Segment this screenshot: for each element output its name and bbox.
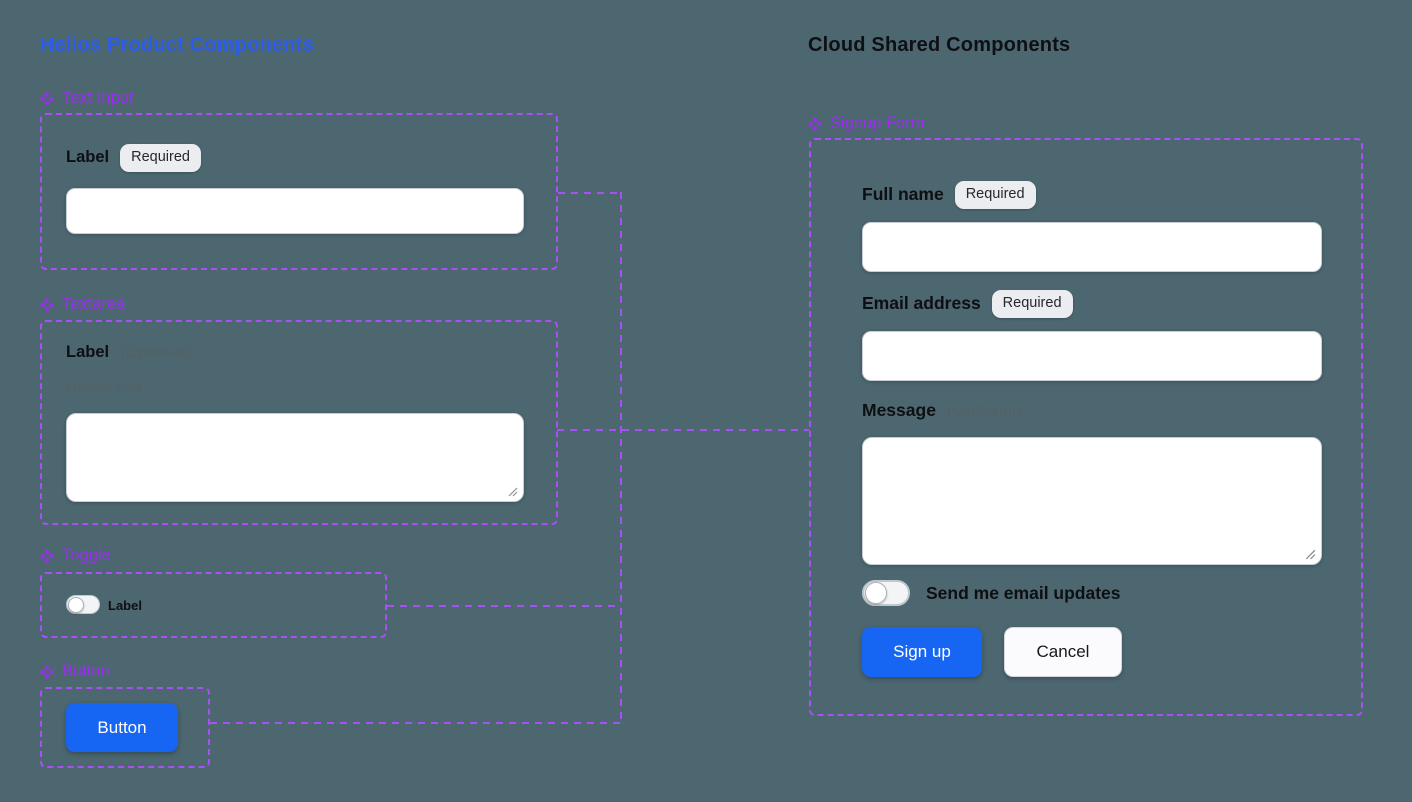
message-textarea[interactable] (862, 437, 1322, 565)
section-label: Text Input (62, 89, 134, 107)
required-badge: Required (120, 144, 201, 172)
component-icon (808, 116, 822, 131)
toggle-label: Label (108, 598, 142, 613)
resize-handle-icon[interactable] (1303, 547, 1316, 560)
sign-up-button[interactable]: Sign up (862, 627, 982, 677)
toggle-knob[interactable] (865, 582, 887, 604)
right-page-title: Cloud Shared Components (808, 34, 1071, 56)
section-header-text-input: Text Input (40, 89, 134, 108)
helper-text: Helper text (66, 379, 141, 396)
email-updates-label: Send me email updates (926, 583, 1121, 603)
cancel-button[interactable]: Cancel (1004, 627, 1122, 677)
textarea-field[interactable] (66, 413, 524, 502)
text-input-field[interactable] (66, 188, 524, 234)
connector-text-input (558, 192, 621, 194)
primary-button[interactable]: Button (66, 703, 178, 752)
section-label: Signup Form (830, 114, 925, 132)
email-updates-toggle[interactable] (862, 580, 910, 606)
optional-hint: (Optional) (946, 400, 1022, 420)
connector-toggle (387, 605, 620, 607)
textarea-component-frame (40, 320, 558, 525)
toggle-knob[interactable] (68, 596, 84, 613)
field-label: Message (862, 400, 936, 420)
component-icon (40, 548, 54, 563)
field-label: Email address (862, 293, 981, 314)
button-component-frame (40, 687, 210, 768)
text-input-label-row: Label Required (66, 144, 201, 172)
left-page-title: Helios Product Components (40, 34, 314, 56)
field-label: Label (66, 343, 110, 361)
email-input[interactable] (862, 331, 1322, 381)
toggle-component-frame (40, 572, 387, 638)
full-name-label-row: Full name Required (862, 181, 1036, 209)
component-icon (40, 91, 54, 106)
signup-form-component-frame (809, 138, 1363, 716)
connector-button (210, 722, 621, 724)
full-name-input[interactable] (862, 222, 1322, 272)
textarea-label-row: Label (Optional) (66, 343, 193, 362)
component-icon (40, 297, 54, 312)
section-header-button: Button (40, 662, 110, 681)
required-badge: Required (991, 290, 1073, 318)
field-label: Label (66, 148, 110, 167)
toggle-switch[interactable] (66, 595, 100, 614)
required-badge: Required (954, 181, 1036, 209)
section-label: Button (62, 662, 110, 680)
text-input-component-frame (40, 113, 558, 270)
email-label-row: Email address Required (862, 290, 1073, 318)
field-label: Full name (862, 184, 944, 205)
section-label: Textarea (62, 295, 126, 313)
section-label: Toggle (62, 546, 111, 564)
section-header-signup-form: Signup Form (808, 114, 924, 133)
optional-hint: (Optional) (120, 343, 193, 361)
section-header-toggle: Toggle (40, 546, 111, 565)
resize-handle-icon[interactable] (506, 485, 518, 497)
section-header-textarea: Textarea (40, 295, 125, 314)
connector-textarea-to-form (557, 429, 809, 431)
component-icon (40, 664, 54, 679)
connector-trunk (620, 192, 622, 724)
message-label-row: Message (Optional) (862, 400, 1022, 421)
